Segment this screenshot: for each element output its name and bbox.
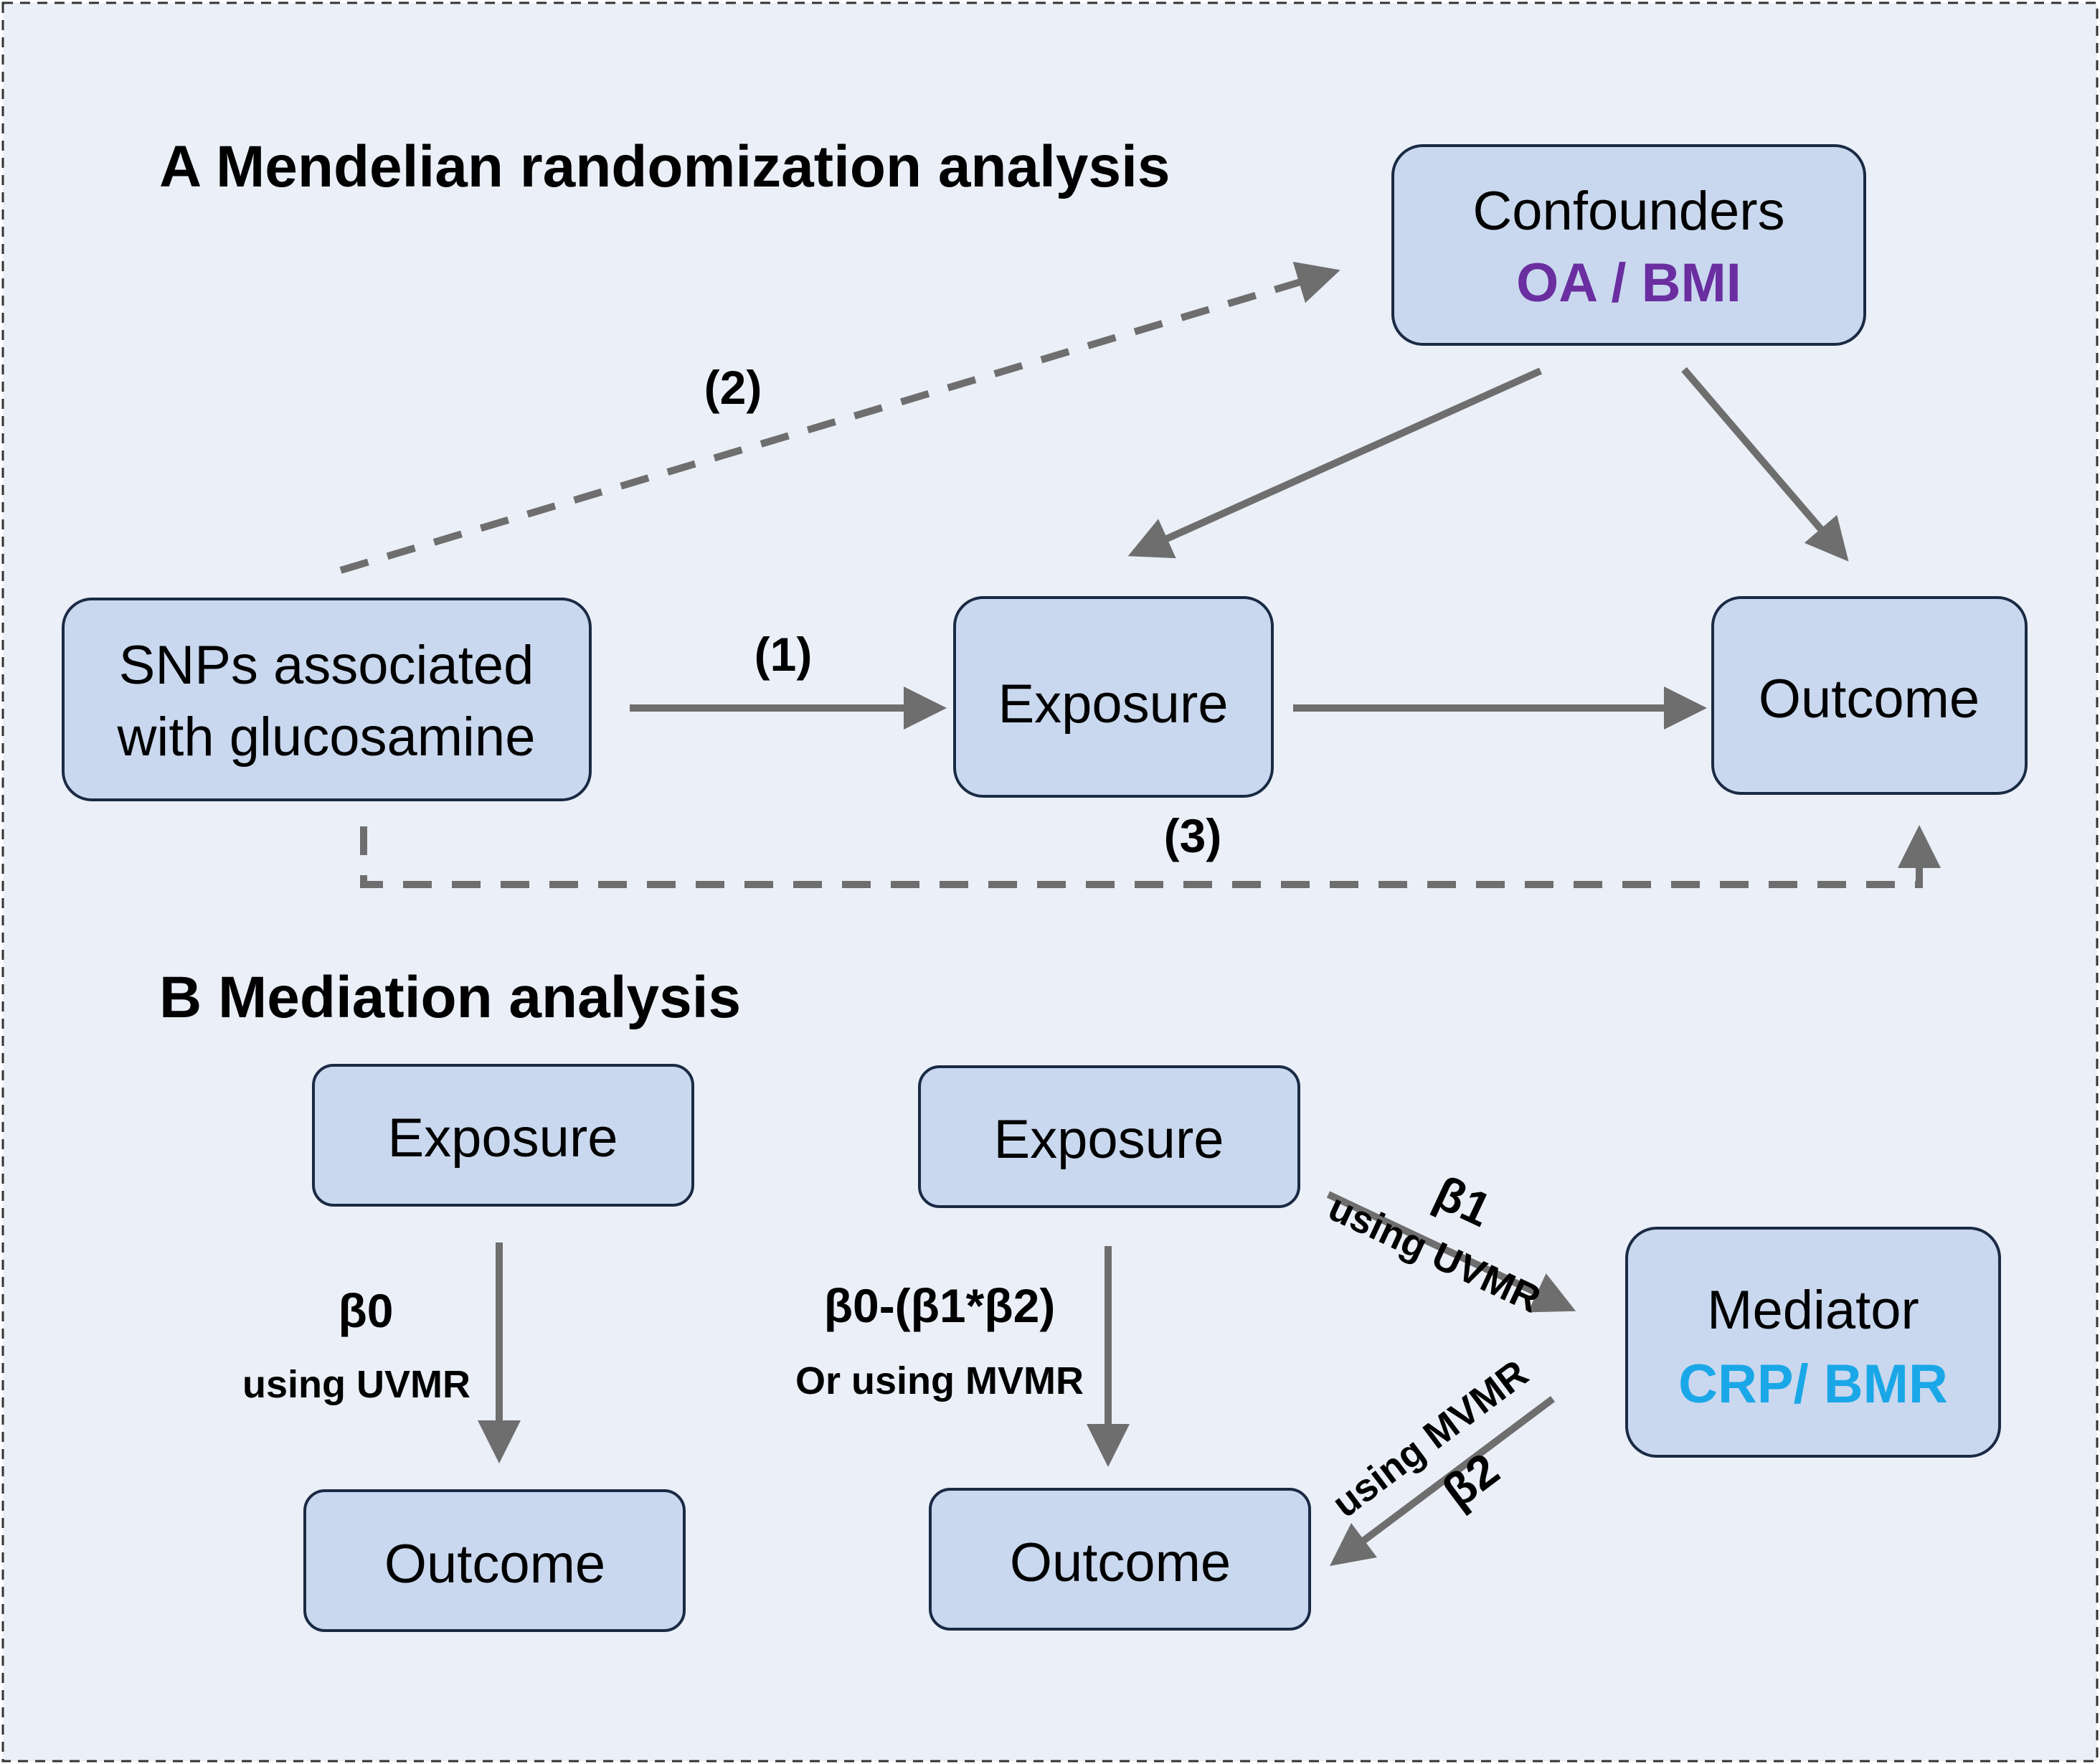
arrow-confounders-to-outcome <box>1681 367 1849 562</box>
outcome-box-a: Outcome <box>1711 596 2028 795</box>
exposure-box-b-right: Exposure <box>918 1065 1300 1208</box>
outcome-box-b-left: Outcome <box>303 1489 686 1632</box>
confounders-box: Confounders OA / BMI <box>1391 144 1866 346</box>
exposure-label-a: Exposure <box>998 674 1228 735</box>
mediator-title: Mediator <box>1707 1280 1919 1341</box>
direct-method-label: Or using MVMR <box>795 1359 1084 1402</box>
section-a-heading: A Mendelian randomization analysis <box>159 134 1170 199</box>
snps-line1: SNPs associated <box>119 635 534 696</box>
path-label-2: (2) <box>704 361 762 414</box>
path-label-3: (3) <box>1164 809 1222 862</box>
snps-box: SNPs associated with glucosamine <box>62 598 592 801</box>
arrow-exposure-to-mediator <box>1326 1191 1576 1313</box>
confounders-title: Confounders <box>1472 181 1784 242</box>
outcome-box-b-right: Outcome <box>929 1488 1311 1631</box>
path-label-1: (1) <box>755 628 813 681</box>
exposure-label-b-left: Exposure <box>387 1108 618 1169</box>
outcome-label-b-left: Outcome <box>384 1534 605 1595</box>
arrow-snps-to-outcome-dashed <box>360 825 1941 888</box>
left-method-label: using UVMR <box>242 1363 470 1406</box>
section-b-heading: B Mediation analysis <box>159 965 741 1030</box>
exposure-box-b-left: Exposure <box>312 1064 694 1207</box>
left-beta-label: β0 <box>339 1284 394 1337</box>
exposure-box-a: Exposure <box>953 596 1274 798</box>
snps-line2: with glucosamine <box>117 707 536 768</box>
arrow-confounders-to-exposure <box>1127 367 1543 559</box>
mediator-detail: CRP/ BMR <box>1678 1354 1948 1415</box>
outcome-label-b-right: Outcome <box>1010 1532 1231 1593</box>
outcome-label-a: Outcome <box>1759 669 1980 730</box>
arrow-mediator-to-outcome <box>1329 1395 1555 1566</box>
mediator-box: Mediator CRP/ BMR <box>1625 1227 2001 1458</box>
arrow-snps-to-confounders-dashed <box>339 261 1340 574</box>
exposure-label-b-right: Exposure <box>993 1109 1224 1170</box>
direct-beta-label: β0-(β1*β2) <box>824 1279 1056 1332</box>
confounders-detail: OA / BMI <box>1516 253 1741 313</box>
